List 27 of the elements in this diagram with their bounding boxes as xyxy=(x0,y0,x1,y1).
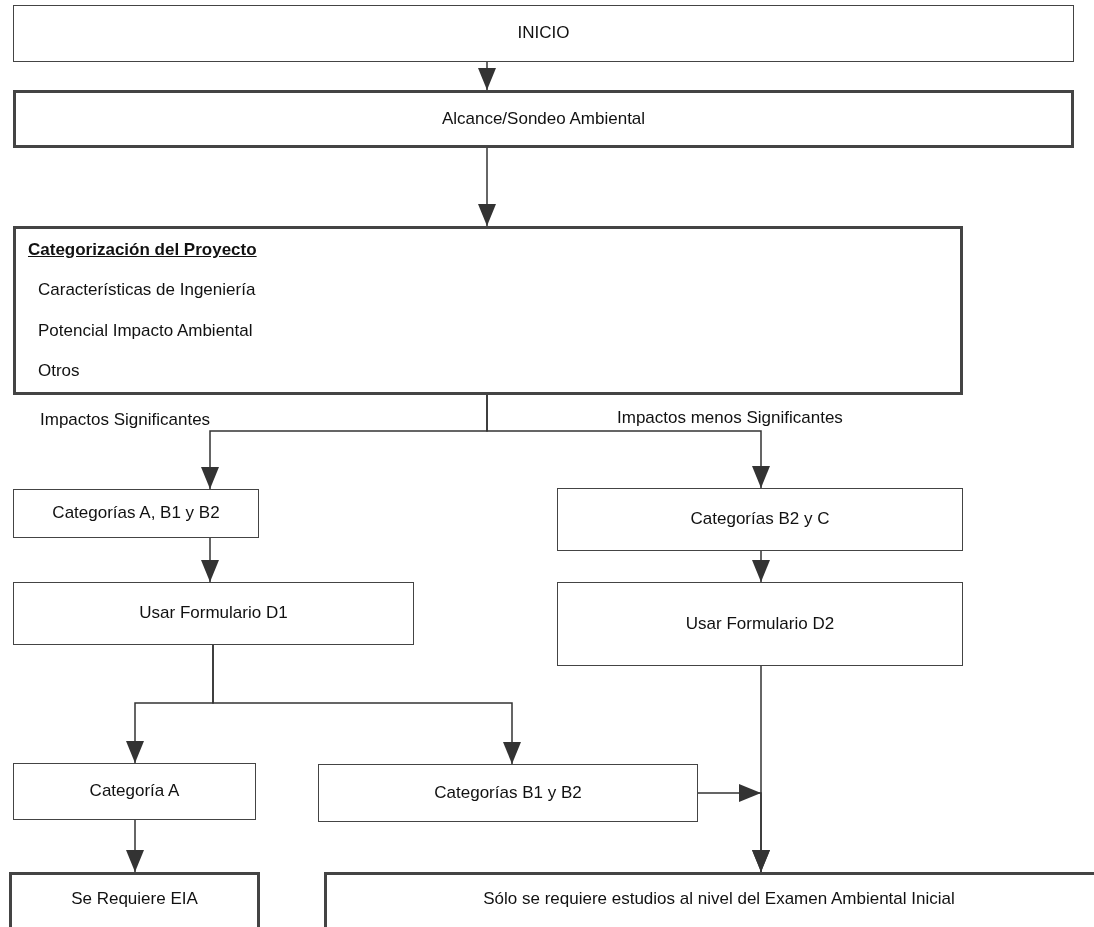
list-item: Características de Ingeniería xyxy=(38,280,256,301)
box-label: Categoría A xyxy=(89,781,180,802)
box-label: Categorías B2 y C xyxy=(690,509,830,530)
process-box xyxy=(13,5,1074,62)
box-label: Se Requiere EIA xyxy=(71,889,198,910)
branch-label: Impactos Significantes xyxy=(40,410,211,430)
branch-label: Impactos menos Significantes xyxy=(617,408,843,428)
list-item: Otros xyxy=(38,360,80,382)
process-box xyxy=(318,764,698,822)
list-item: Potencial Impacto Ambiental xyxy=(38,320,253,341)
process-box xyxy=(13,582,414,645)
box-label: INICIO xyxy=(517,23,570,44)
box-label: Sólo se requiere estudios al nivel del Examen Ambiental Inicial xyxy=(483,889,955,910)
process-box xyxy=(13,226,963,395)
process-box xyxy=(13,90,1074,148)
process-box xyxy=(9,872,260,927)
process-box xyxy=(557,488,963,551)
box-label: Alcance/Sondeo Ambiental xyxy=(441,108,646,130)
process-box xyxy=(557,582,963,666)
process-box xyxy=(13,489,259,538)
process-box xyxy=(324,872,1094,927)
process-box xyxy=(13,763,256,820)
box-label: Usar Formulario D1 xyxy=(139,603,288,624)
box-label: Categorías A, B1 y B2 xyxy=(52,503,220,524)
box-label: Usar Formulario D2 xyxy=(685,613,835,635)
heading: Categorización del Proyecto xyxy=(28,239,257,261)
box-label: Categorías B1 y B2 xyxy=(434,782,582,804)
